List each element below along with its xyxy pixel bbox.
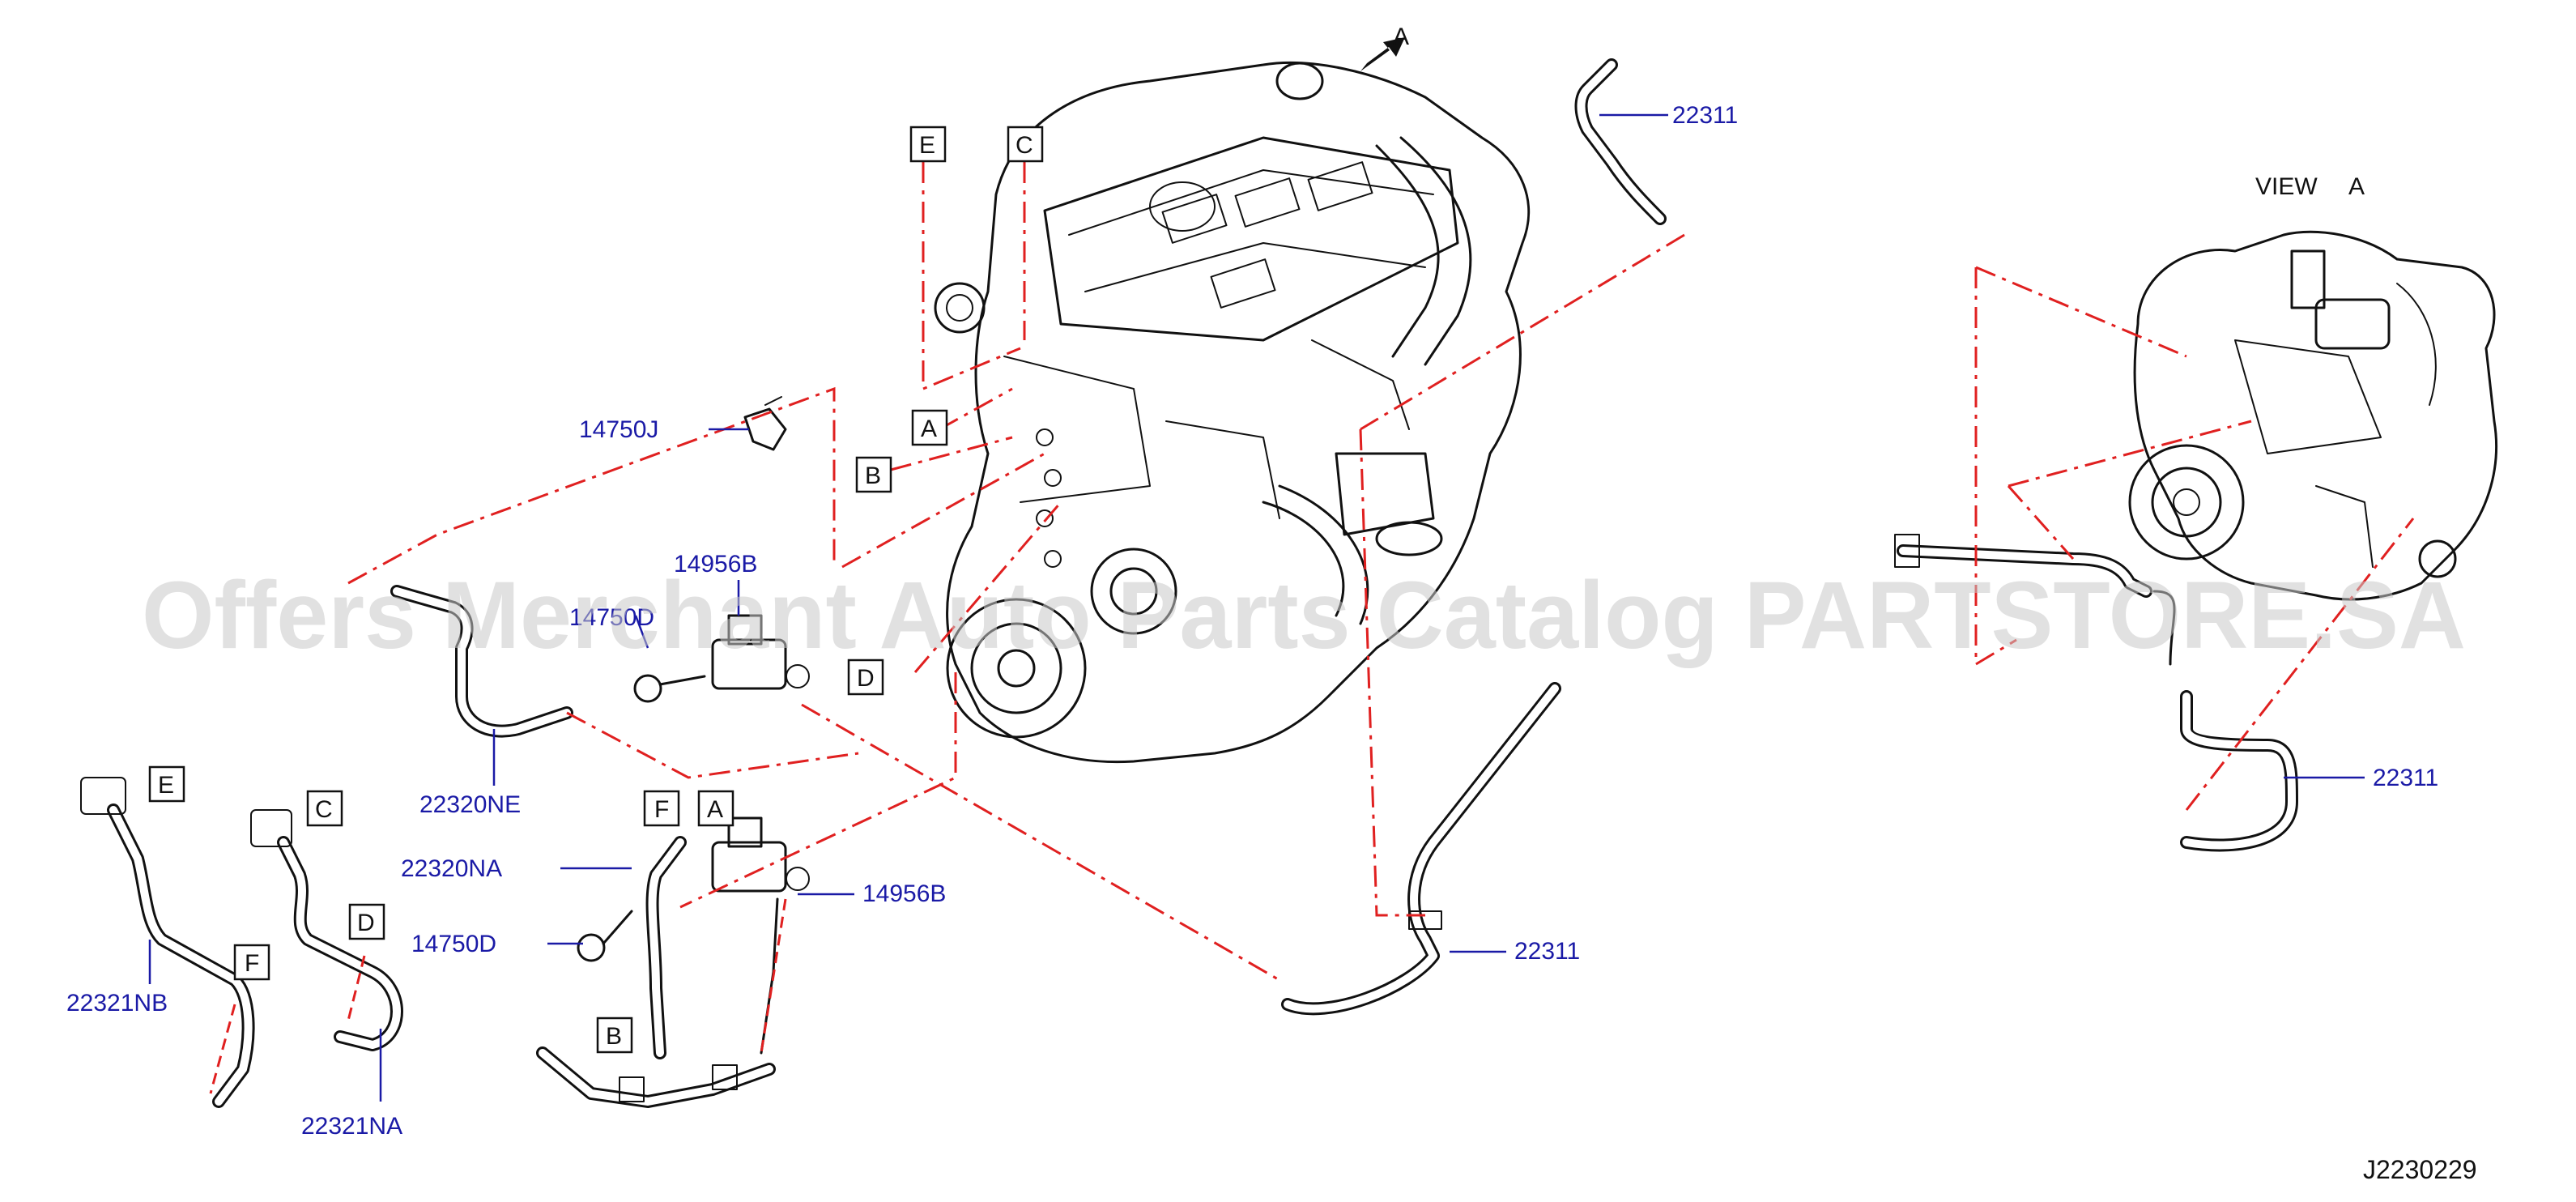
- bolt-14750d-lower: [577, 910, 633, 962]
- solenoid-valve-14956b-upper: [711, 614, 810, 690]
- svg-text:B: B: [865, 462, 881, 489]
- part-number-22311-right[interactable]: 22311: [2373, 765, 2438, 791]
- watermark-text: Offers Merchant Auto Parts Catalog PARTS…: [142, 562, 2466, 669]
- view-a-arrow: A: [1360, 23, 1409, 71]
- svg-text:A: A: [921, 416, 937, 442]
- view-a-arrow-letter: A: [1393, 23, 1409, 50]
- ref-box-d-engine: D: [847, 659, 884, 696]
- hose-22320na: [536, 836, 776, 1108]
- svg-text:C: C: [1015, 132, 1033, 159]
- part-number-14956b-lower[interactable]: 14956B: [862, 880, 946, 907]
- ref-box-a-engine: A: [911, 409, 948, 446]
- view-a-title: VIEW: [2255, 173, 2318, 200]
- part-number-14956b-upper[interactable]: 14956B: [674, 551, 757, 578]
- svg-text:D: D: [357, 910, 375, 936]
- ref-box-c-left: C: [306, 790, 343, 827]
- svg-text:B: B: [606, 1023, 622, 1050]
- part-number-22311-mid[interactable]: 22311: [1514, 938, 1580, 965]
- ref-box-b-lower: B: [596, 1017, 633, 1054]
- hose-22311-mid: [1281, 682, 1561, 1016]
- ref-box-e-left: E: [148, 765, 185, 803]
- leader-lines: [148, 113, 2365, 1102]
- view-a-title-letter: A: [2348, 173, 2365, 200]
- ref-box-a-lower: A: [697, 790, 734, 827]
- hose-22320ne: [390, 585, 573, 738]
- clip-14750j: [743, 396, 787, 451]
- diagram-code: J2230229: [2363, 1155, 2477, 1184]
- ref-box-f-lower: F: [643, 790, 680, 827]
- part-number-22320ne[interactable]: 22320NE: [419, 791, 521, 818]
- ref-box-f-left: F: [233, 944, 270, 981]
- hose-22321nb: [80, 777, 255, 1108]
- part-number-14750j[interactable]: 14750J: [579, 416, 658, 443]
- engine-assembly-drawing: [934, 61, 1531, 764]
- svg-text:A: A: [707, 796, 723, 823]
- view-a-drawing: [2128, 230, 2497, 601]
- bolt-14750d-upper: [633, 674, 706, 703]
- svg-text:C: C: [315, 796, 333, 823]
- hose-22321na: [250, 809, 403, 1051]
- svg-text:E: E: [158, 772, 174, 799]
- svg-text:D: D: [857, 665, 875, 692]
- hose-22311-top: [1574, 58, 1667, 225]
- svg-text:F: F: [654, 796, 669, 823]
- svg-text:E: E: [919, 132, 935, 159]
- part-number-22321na[interactable]: 22321NA: [301, 1113, 402, 1140]
- part-number-14750d-upper[interactable]: 14750D: [569, 604, 654, 631]
- ref-box-e-top: E: [909, 126, 947, 163]
- svg-text:F: F: [245, 950, 259, 977]
- part-number-22320na[interactable]: 22320NA: [401, 855, 502, 882]
- part-number-14750d-lower[interactable]: 14750D: [411, 931, 496, 957]
- view-a-hoses: [1894, 534, 2298, 852]
- part-number-22321nb[interactable]: 22321NB: [66, 990, 168, 1017]
- ref-box-c-top: C: [1007, 126, 1044, 163]
- ref-box-b-engine: B: [855, 456, 892, 493]
- part-number-22311-top[interactable]: 22311: [1672, 102, 1738, 129]
- ref-box-d-left: D: [348, 903, 385, 940]
- callout-lines: [209, 162, 2415, 1094]
